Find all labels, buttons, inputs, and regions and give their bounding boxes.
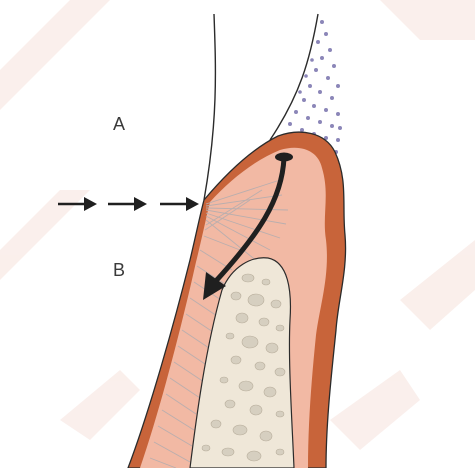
right-arrow-icon [160, 197, 199, 211]
label-b: B [113, 260, 125, 281]
right-arrow-icon [58, 197, 97, 211]
right-arrow-icon [108, 197, 147, 211]
pressure-arrows [58, 197, 199, 211]
tooth-surface-line [204, 14, 215, 200]
label-a: A [113, 114, 125, 135]
enamel-boundary-line [270, 14, 318, 140]
